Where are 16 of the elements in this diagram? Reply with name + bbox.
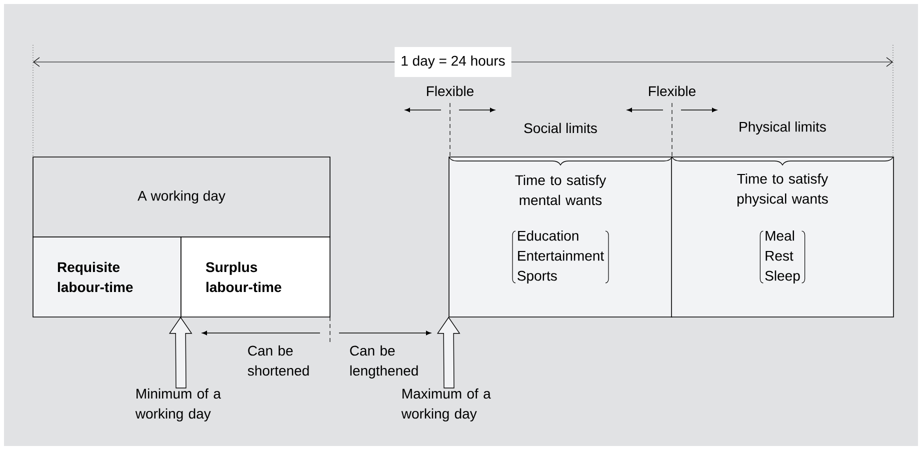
labour-time-box: Surplus labour-time <box>180 236 330 318</box>
dimension-label: 1 day = 24 hours <box>394 47 512 77</box>
hollow-arrow <box>168 316 192 388</box>
limit-label: Physical limits <box>740 121 826 135</box>
labour-time-box: Requisite labour-time <box>32 236 182 318</box>
note-text: Can be shortened <box>248 345 309 376</box>
caption-text: Maximum of a working day <box>401 388 491 422</box>
flexible-label: Flexible <box>427 86 474 96</box>
bracketed-list: Education Entertainment Sports <box>512 230 609 284</box>
caption-text: Minimum of a working day <box>135 388 221 422</box>
limit-label: Social limits <box>524 122 597 134</box>
hollow-arrow <box>436 316 460 388</box>
working-day-box: A working day <box>32 156 330 238</box>
note-text: Can be lengthened <box>350 345 418 378</box>
bracketed-list: Meal Rest Sleep <box>760 230 806 284</box>
flexible-label: Flexible <box>649 86 696 96</box>
